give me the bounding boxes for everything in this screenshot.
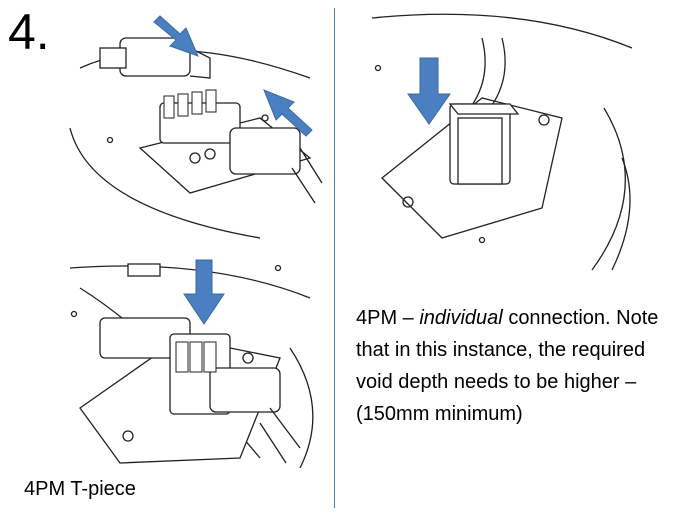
arrow-down-icon [183,259,225,325]
column-divider [334,8,335,508]
caption-tpiece: 4PM T-piece [24,478,136,500]
caption-prefix: 4PM – [356,307,420,329]
illustration-tpiece-assembly [60,8,326,240]
arrow-diagonal-down-icon [153,15,199,57]
caption-individual-connection: 4PM – individual connection. Note that i… [356,302,678,430]
caption-body: connection. Note that in this instance, … [356,307,659,425]
arrow-down-icon [407,57,451,125]
caption-emphasis: individual [419,307,503,329]
arrow-diagonal-up-icon [263,89,313,137]
step-number: 4. [8,4,50,60]
illustration-individual-connection [342,8,642,274]
illustration-tpiece-fitted [60,258,326,468]
